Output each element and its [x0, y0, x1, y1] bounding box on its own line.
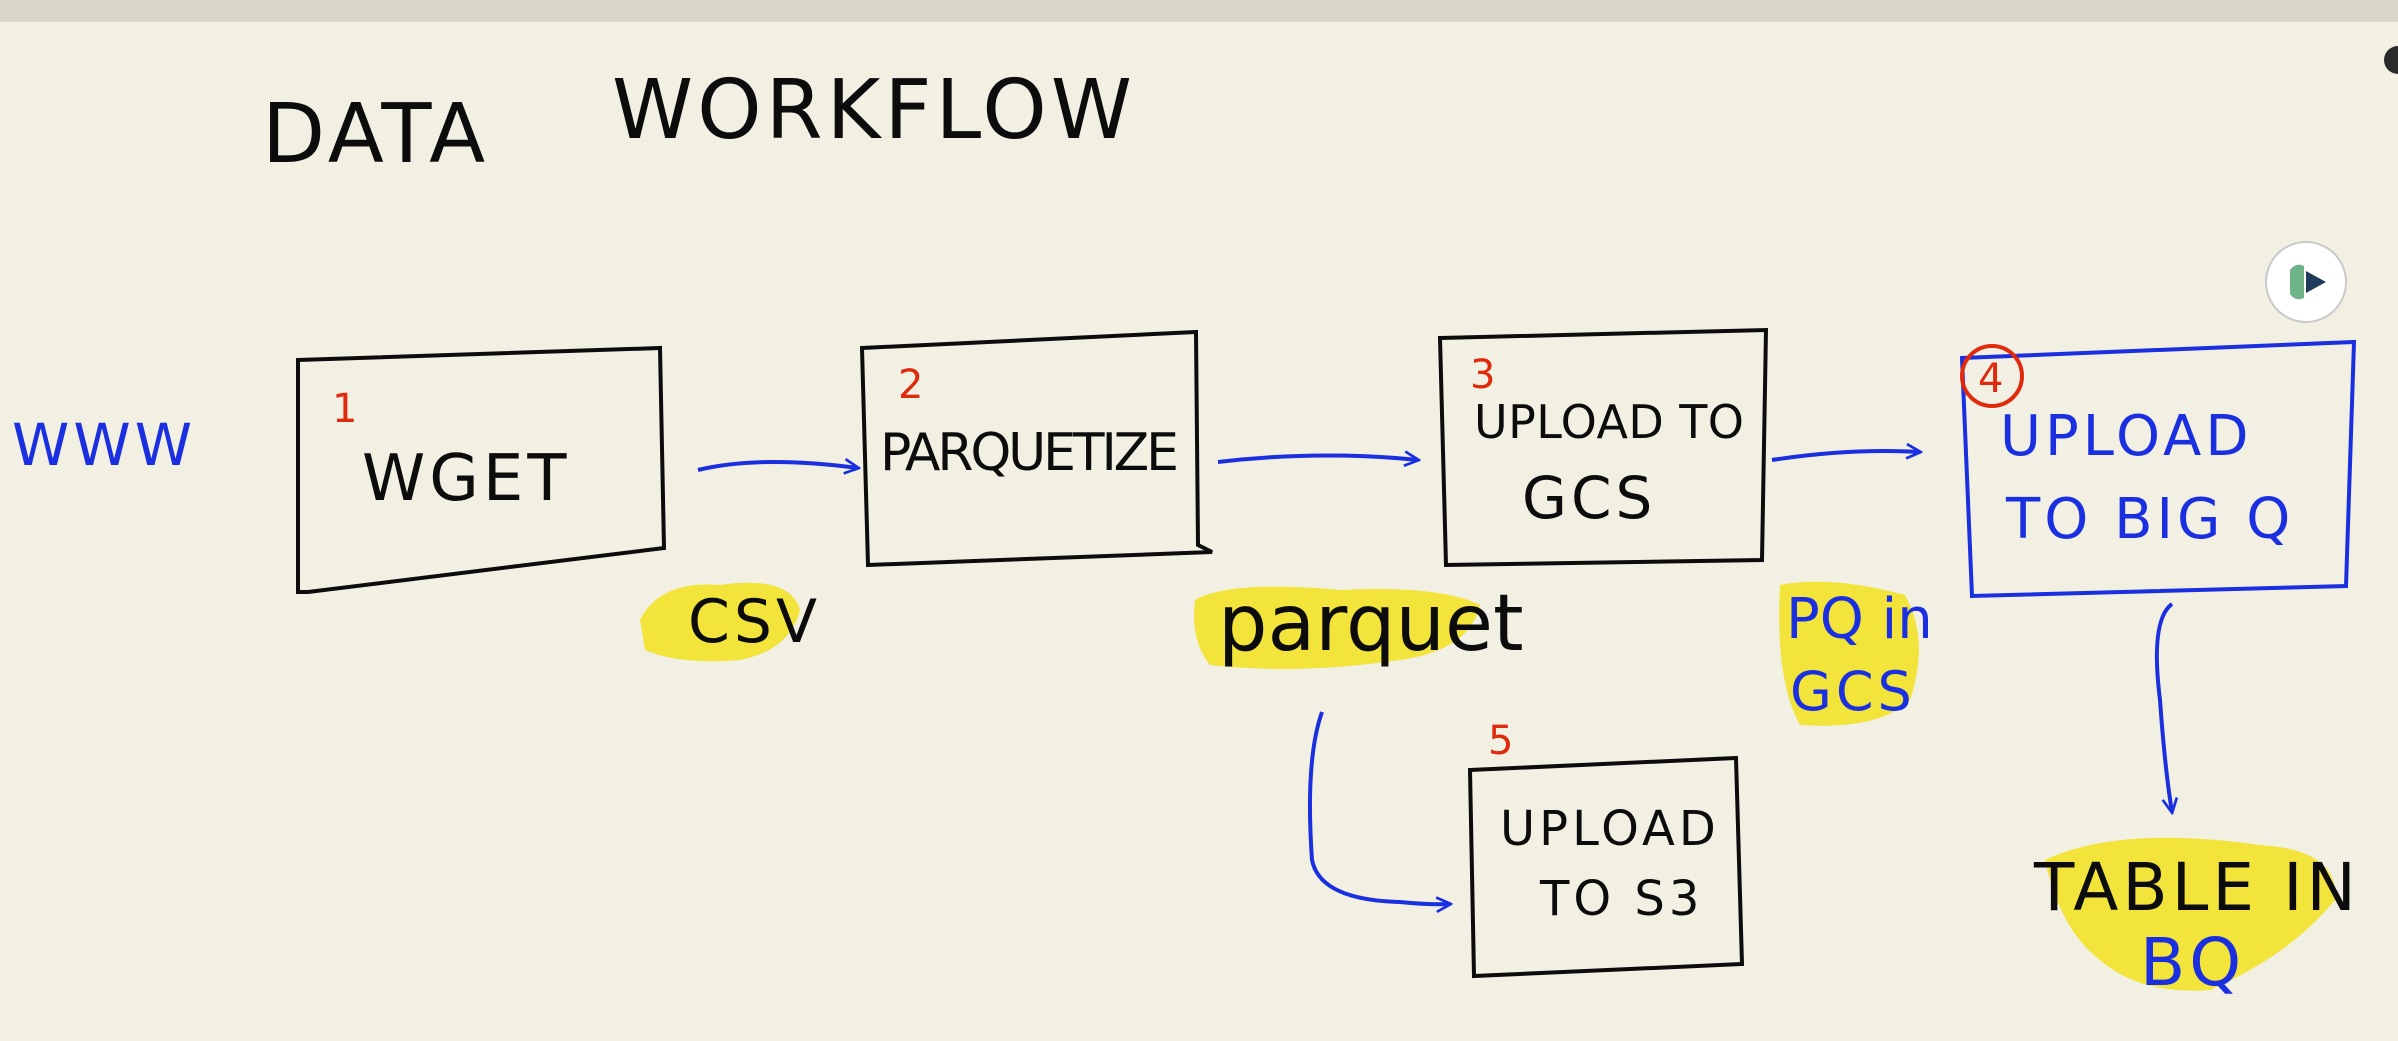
step-2-number: 2 [898, 362, 923, 408]
title-data: DATA [262, 87, 489, 182]
pq-in-gcs-highlight [1779, 581, 1919, 726]
top-shadow [0, 0, 2398, 22]
step-5-number: 5 [1488, 718, 1513, 764]
highlights [640, 581, 2336, 991]
arrows [697, 451, 2172, 904]
edge-label-pq-line1: PQ in [1786, 587, 1933, 652]
step-box-1: 1 WGET [296, 345, 667, 594]
title-workflow: WORKFLOW [612, 63, 1136, 158]
step-box-2: 2 PARQUETIZE [859, 329, 1213, 568]
edge-label-csv: CSV [688, 587, 821, 657]
step-1-number: 1 [332, 386, 357, 432]
parquet-highlight [1194, 586, 1480, 669]
arrow-bigq-to-table [2154, 602, 2172, 812]
csv-highlight [640, 582, 800, 662]
step-box-4: 4 UPLOAD TO BIG Q [1959, 339, 2357, 599]
source-label-www: WWW [12, 411, 196, 479]
step-2-label: PARQUETIZE [880, 423, 1180, 483]
edge-icon [2384, 46, 2398, 74]
step-3-label-line1: UPLOAD TO [1474, 395, 1744, 449]
step-box-3: 3 UPLOAD TO GCS [1437, 327, 1769, 568]
step-4-label-line1: UPLOAD [2000, 404, 2252, 469]
step-box-5: 5 UPLOAD TO S3 [1467, 718, 1745, 979]
arrow-parquetize-to-gcs [1217, 455, 1418, 462]
step-3-label-line2: GCS [1522, 464, 1656, 532]
step-5-label-line2: TO S3 [1539, 871, 1703, 927]
edge-label-parquet: parquet [1218, 579, 1524, 669]
arrow-wget-to-parquetize [697, 462, 858, 470]
arrow-parquet-to-s3 [1307, 711, 1450, 904]
step-5-label-line1: UPLOAD [1500, 801, 1720, 857]
table-in-bq-highlight [2045, 837, 2336, 991]
sink-label-line2: BQ [2140, 924, 2245, 1001]
step-4-number: 4 [1978, 356, 2003, 402]
play-icon [2290, 264, 2326, 300]
play-button[interactable] [2265, 241, 2347, 323]
step-3-number: 3 [1470, 352, 1495, 398]
step-4-label-line2: TO BIG Q [2005, 487, 2294, 552]
edge-label-pq-line2: GCS [1790, 660, 1916, 723]
sink-label-line1: TABLE IN [2033, 849, 2360, 926]
step-1-label: WGET [362, 442, 570, 516]
step-4-number-circle [1960, 344, 2024, 408]
arrow-gcs-to-bigq [1771, 451, 1920, 462]
